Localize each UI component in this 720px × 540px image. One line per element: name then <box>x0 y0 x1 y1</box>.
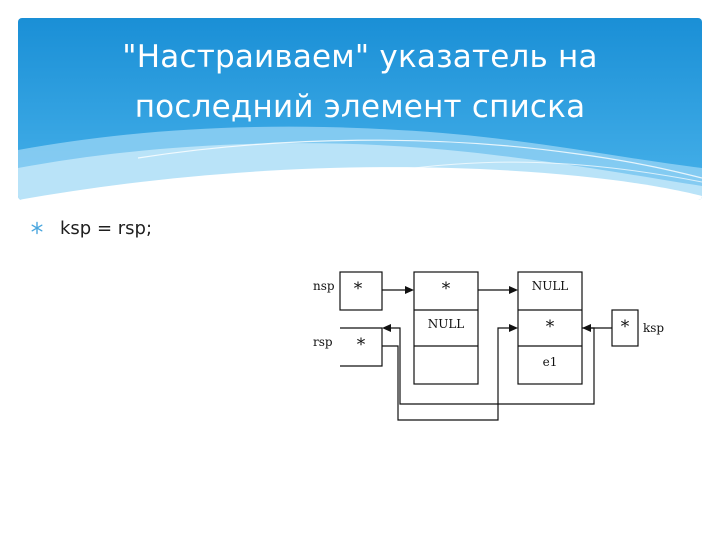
label-nsp: nsp <box>313 279 335 293</box>
node2-field-bottom: e1 <box>543 355 558 369</box>
arrowhead-2 <box>509 286 518 294</box>
node1-field-mid: NULL <box>428 317 465 331</box>
arrowhead-1 <box>405 286 414 294</box>
arrowhead-3 <box>382 324 391 332</box>
ksp-cell-value: * <box>621 317 630 337</box>
label-rsp: rsp <box>313 335 333 349</box>
nsp-cell-value: * <box>354 279 363 299</box>
arrow-node2-node1-back <box>386 328 594 404</box>
arrowhead-5 <box>582 324 591 332</box>
node2-field-mid: * <box>546 317 555 337</box>
label-ksp: ksp <box>643 321 664 335</box>
node1-field-top: * <box>442 279 451 299</box>
arrowhead-4 <box>509 324 518 332</box>
arrow-rsp-node2 <box>382 328 513 420</box>
node2-field-top: NULL <box>532 279 569 293</box>
rsp-cell-value: * <box>357 335 366 355</box>
